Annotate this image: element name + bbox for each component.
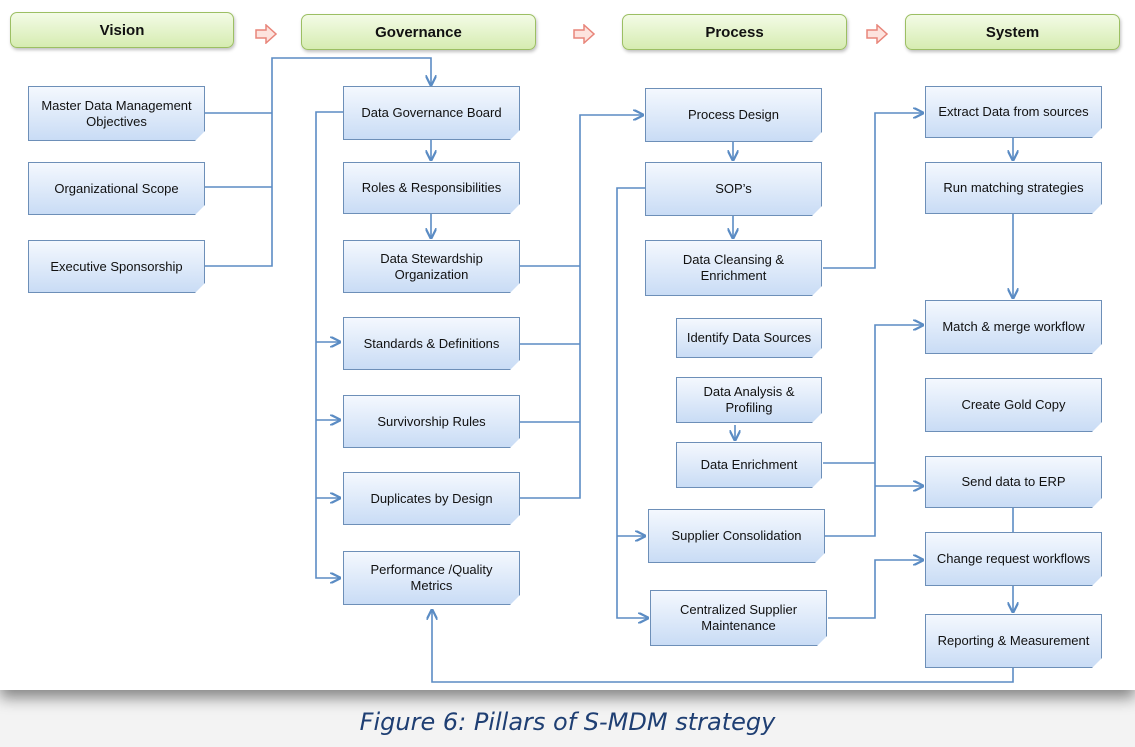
box-sops-label: SOP’s bbox=[715, 181, 752, 196]
connector-lines bbox=[205, 57, 1135, 683]
header-system-label: System bbox=[985, 23, 1040, 41]
header-vision: Vision bbox=[10, 12, 234, 48]
box-run-matching-strategies-label: Run matching strategies bbox=[943, 180, 1084, 195]
box-reporting-measurement-label: Reporting & Measurement bbox=[937, 633, 1090, 648]
box-roles-responsibilities: Roles & Responsibilities bbox=[343, 162, 520, 214]
box-performance-quality-metrics: Performance /Quality Metrics bbox=[343, 551, 520, 605]
box-sops: SOP’s bbox=[645, 162, 822, 216]
box-data-governance-board: Data Governance Board bbox=[343, 86, 520, 140]
box-supplier-consolidation-label: Supplier Consolidation bbox=[671, 528, 802, 543]
box-data-governance-board-label: Data Governance Board bbox=[361, 105, 502, 120]
box-roles-responsibilities-label: Roles & Responsibilities bbox=[361, 180, 502, 195]
box-standards-definitions: Standards & Definitions bbox=[343, 317, 520, 370]
box-supplier-consolidation: Supplier Consolidation bbox=[648, 509, 825, 563]
box-data-stewardship-organization-label: Data Stewardship Organization bbox=[380, 250, 483, 282]
box-identify-data-sources-label: Identify Data Sources bbox=[686, 330, 812, 345]
header-governance-label: Governance bbox=[375, 23, 462, 41]
header-process-label: Process bbox=[705, 23, 764, 41]
header-system: System bbox=[905, 14, 1120, 50]
box-standards-definitions-label: Standards & Definitions bbox=[363, 335, 500, 351]
header-vision-label: Vision bbox=[99, 21, 145, 39]
box-survivorship-rules: Survivorship Rules bbox=[343, 395, 520, 448]
box-send-data-to-erp: Send data to ERP bbox=[925, 456, 1102, 508]
header-governance: Governance bbox=[301, 14, 536, 50]
box-organizational-scope: Organizational Scope bbox=[28, 162, 205, 215]
box-survivorship-rules-label: Survivorship Rules bbox=[377, 413, 486, 429]
figure-caption: Figure 6: Pillars of S-MDM strategy bbox=[359, 708, 776, 736]
box-process-design: Process Design bbox=[645, 88, 822, 142]
box-send-data-to-erp-label: Send data to ERP bbox=[961, 474, 1066, 489]
box-data-cleansing-enrichment-label: Data Cleansing & Enrichment bbox=[682, 252, 785, 283]
box-create-gold-copy-label: Create Gold Copy bbox=[961, 397, 1066, 412]
box-data-cleansing-enrichment: Data Cleansing & Enrichment bbox=[645, 240, 822, 296]
box-process-design-label: Process Design bbox=[687, 107, 780, 122]
box-mdm-objectives-label: Master Data Management Objectives bbox=[41, 97, 192, 129]
box-identify-data-sources: Identify Data Sources bbox=[676, 318, 822, 358]
box-run-matching-strategies: Run matching strategies bbox=[925, 162, 1102, 214]
box-change-request-workflows: Change request workflows bbox=[925, 532, 1102, 586]
pillar-arrow-icon bbox=[866, 24, 888, 44]
pillar-arrow-icon bbox=[573, 24, 595, 44]
box-executive-sponsorship-label: Executive Sponsorship bbox=[50, 258, 183, 274]
box-change-request-workflows-label: Change request workflows bbox=[936, 551, 1091, 566]
box-data-analysis-profiling: Data Analysis & Profiling bbox=[676, 377, 822, 423]
box-duplicates-by-design-label: Duplicates by Design bbox=[370, 490, 493, 506]
header-process: Process bbox=[622, 14, 847, 50]
box-extract-data-label: Extract Data from sources bbox=[938, 104, 1089, 119]
box-organizational-scope-label: Organizational Scope bbox=[54, 180, 179, 196]
box-match-merge-workflow-label: Match & merge workflow bbox=[942, 319, 1085, 334]
pillar-arrow-icon bbox=[255, 24, 277, 44]
box-reporting-measurement: Reporting & Measurement bbox=[925, 614, 1102, 668]
box-match-merge-workflow: Match & merge workflow bbox=[925, 300, 1102, 354]
box-mdm-objectives: Master Data Management Objectives bbox=[28, 86, 205, 141]
box-create-gold-copy: Create Gold Copy bbox=[925, 378, 1102, 432]
box-data-enrichment: Data Enrichment bbox=[676, 442, 822, 488]
box-data-enrichment-label: Data Enrichment bbox=[700, 457, 798, 472]
box-data-analysis-profiling-label: Data Analysis & Profiling bbox=[703, 384, 795, 415]
box-duplicates-by-design: Duplicates by Design bbox=[343, 472, 520, 525]
box-data-stewardship-organization: Data Stewardship Organization bbox=[343, 240, 520, 293]
box-performance-quality-metrics-label: Performance /Quality Metrics bbox=[370, 562, 493, 593]
box-extract-data: Extract Data from sources bbox=[925, 86, 1102, 138]
box-executive-sponsorship: Executive Sponsorship bbox=[28, 240, 205, 293]
diagram-canvas: Vision Governance Process System Master … bbox=[0, 0, 1135, 690]
box-centralized-supplier-maintenance: Centralized Supplier Maintenance bbox=[650, 590, 827, 646]
box-centralized-supplier-maintenance-label: Centralized Supplier Maintenance bbox=[679, 602, 798, 633]
